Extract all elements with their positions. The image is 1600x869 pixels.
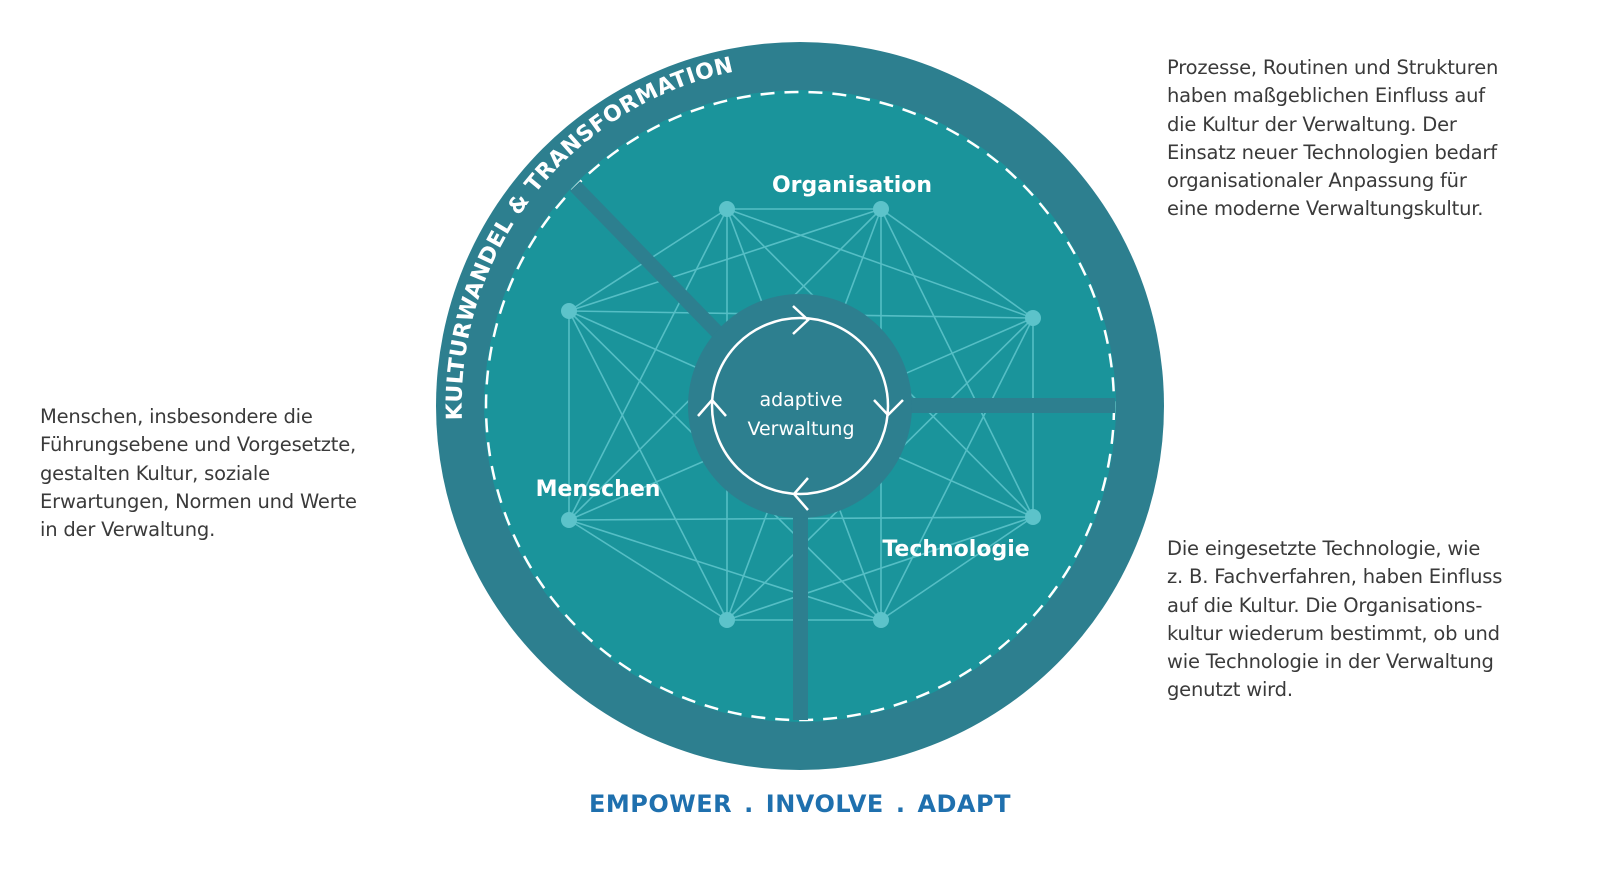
menschen-description: Menschen, insbesondere die Führungsebene…	[40, 405, 357, 542]
spoke-organisation-technologie	[900, 398, 1115, 413]
network-line	[568, 310, 728, 621]
network-line	[880, 208, 1034, 319]
arrow-left-icon	[792, 477, 809, 511]
network-line	[568, 208, 728, 521]
arrow-right-icon	[792, 305, 810, 335]
cycle-ring	[710, 316, 890, 496]
motto-empower: EMPOWER	[589, 790, 733, 818]
motto-adapt: ADAPT	[917, 790, 1011, 818]
motto-sep-1: .	[744, 790, 754, 818]
network-nodes	[561, 201, 1041, 628]
spoke-organisation-menschen	[569, 181, 726, 340]
network-line	[568, 519, 728, 621]
network-line	[726, 208, 1034, 319]
network-node	[873, 201, 889, 217]
center-label-line1: adaptive	[759, 389, 842, 411]
network-node	[561, 303, 577, 319]
network-line	[880, 208, 1034, 518]
network-node	[1025, 310, 1041, 326]
label-technologie: Technologie	[882, 537, 1029, 562]
network-node	[873, 612, 889, 628]
motto: EMPOWER. INVOLVE. ADAPT	[0, 790, 1600, 818]
label-menschen: Menschen	[536, 477, 661, 502]
network-node	[561, 512, 577, 528]
network-line	[880, 317, 1034, 621]
motto-involve: INVOLVE	[765, 790, 884, 818]
network-line	[880, 516, 1034, 621]
spokes	[569, 181, 1115, 720]
center-hub	[688, 294, 912, 518]
cycle-arrows	[697, 305, 904, 511]
technologie-description: Die eingesetzte Technologie, wie z. B. F…	[1167, 537, 1503, 702]
center-label-line2: Verwaltung	[747, 418, 854, 440]
network-line	[726, 516, 1034, 621]
label-organisation: Organisation	[772, 173, 932, 198]
organisation-description: Prozesse, Routinen und Strukturen haben …	[1167, 56, 1499, 221]
motto-sep-2: .	[895, 790, 906, 818]
arrow-down-icon	[873, 399, 904, 417]
network-node	[719, 612, 735, 628]
spoke-menschen-technologie	[793, 500, 808, 720]
network-node	[719, 201, 735, 217]
network-line	[568, 519, 882, 621]
network-line	[568, 208, 882, 312]
arrow-up-icon	[697, 398, 727, 417]
network-node	[1025, 509, 1041, 525]
